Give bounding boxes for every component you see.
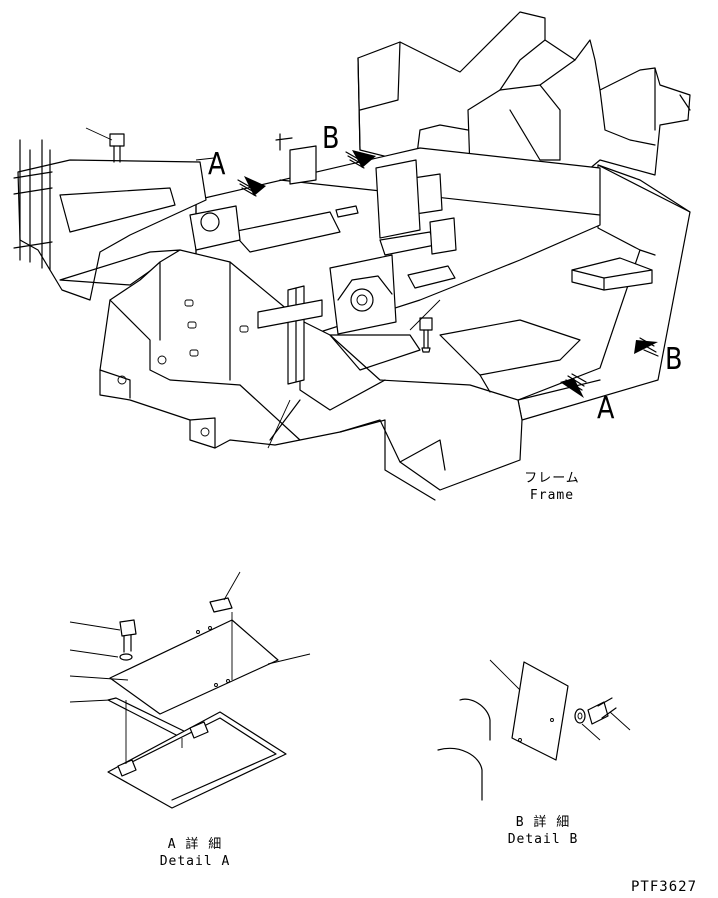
detail-a-caption-en: Detail A [159, 854, 231, 869]
detail-a-drawing [69, 571, 311, 809]
detail-a-caption-jp: A 詳 細 [167, 837, 223, 852]
callout-b-top: B [322, 121, 340, 156]
frame-caption-en: Frame [529, 488, 575, 503]
view-arrow-a-top [237, 176, 266, 197]
view-arrow-b-right [634, 337, 659, 357]
frame-assembly [13, 11, 691, 501]
detail-b-caption-en: Detail B [507, 832, 579, 847]
view-arrow-b-top [345, 150, 376, 169]
view-arrow-a-right [560, 373, 587, 398]
detail-b-caption-jp: B 詳 細 [515, 815, 571, 830]
callout-a-top: A [208, 147, 226, 182]
detail-b-caption: B 詳 細 Detail B [498, 816, 588, 846]
detail-a-caption: A 詳 細 Detail A [150, 838, 240, 868]
callout-a-right: A [597, 391, 615, 426]
callout-b-right: B [665, 342, 683, 377]
drawing-code: PTF3627 [631, 879, 698, 895]
frame-caption-jp: フレーム [524, 471, 580, 486]
frame-caption: フレーム Frame [512, 472, 592, 502]
detail-b-drawing [437, 659, 631, 801]
